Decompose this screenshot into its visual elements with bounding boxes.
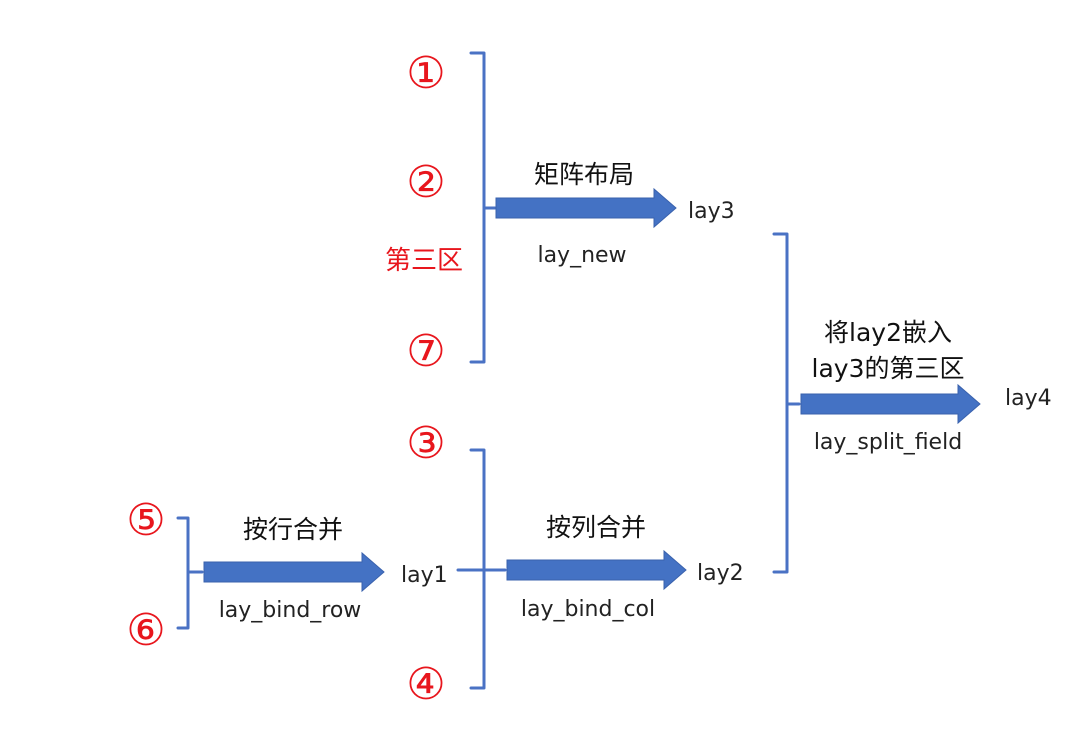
bind-col-op-label: 按列合并 <box>546 513 646 542</box>
matrix-layout-op-label: 矩阵布局 <box>534 160 634 189</box>
bind-row-op-label: 按行合并 <box>243 515 343 544</box>
circled-five: ⑤ <box>126 495 165 546</box>
circled-six: ⑥ <box>126 605 165 656</box>
lay-split-field-fn-label: lay_split_field <box>814 430 962 455</box>
split-field-arrow <box>800 383 981 425</box>
lay2-node: lay2 <box>697 561 744 586</box>
split-op-label-line2: lay3的第三区 <box>812 354 965 383</box>
bind-col-arrow <box>506 549 687 591</box>
lay3-node: lay3 <box>688 199 735 224</box>
lay-bind-col-fn-label: lay_bind_col <box>521 597 655 622</box>
row-group-bracket <box>176 516 204 630</box>
third-zone-label: 第三区 <box>385 246 463 276</box>
lay1-node: lay1 <box>401 563 448 588</box>
top-group-bracket <box>469 51 497 364</box>
circled-one: ① <box>406 48 445 99</box>
split-group-bracket <box>772 232 801 574</box>
col-group-bracket <box>456 448 507 690</box>
matrix-layout-arrow <box>495 187 677 229</box>
lay4-node: lay4 <box>1005 386 1052 411</box>
lay-bind-row-fn-label: lay_bind_row <box>219 598 362 623</box>
lay-new-fn-label: lay_new <box>537 243 626 268</box>
split-op-label-line1: 将lay2嵌入 <box>824 318 952 347</box>
circled-three: ③ <box>406 418 445 469</box>
circled-seven: ⑦ <box>406 326 445 377</box>
circled-four: ④ <box>406 659 445 710</box>
circled-two: ② <box>406 157 445 208</box>
bind-row-arrow <box>203 551 385 593</box>
